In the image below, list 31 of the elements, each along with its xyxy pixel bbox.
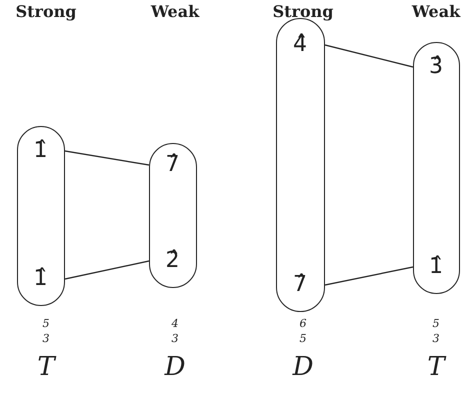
- heading: Weak: [412, 2, 460, 21]
- scale-degree: 1̂: [18, 264, 63, 294]
- scale-degree: 3̂: [414, 52, 458, 82]
- function-letter: T: [37, 352, 55, 382]
- scale-degree: 7̂: [150, 150, 195, 180]
- connector-line: [324, 266, 414, 286]
- connector-line: [324, 44, 414, 68]
- rounded-box: [17, 126, 65, 306]
- scale-degree: 4̂: [277, 30, 323, 60]
- function-letter: D: [164, 352, 186, 382]
- figure-number: 3: [172, 332, 178, 345]
- figure-number: 5: [432, 317, 440, 330]
- connector-line: [64, 150, 150, 166]
- figure-number: 4: [172, 317, 178, 330]
- function-letter: D: [292, 352, 314, 382]
- rounded-box: [149, 143, 197, 288]
- figure-number: 5: [42, 317, 50, 330]
- function-letter: T: [427, 352, 445, 382]
- figure-number: 3: [42, 332, 50, 345]
- rounded-box: [413, 42, 460, 294]
- heading: Strong: [272, 2, 334, 21]
- figure-number: 6: [300, 317, 306, 330]
- figure-number: 5: [300, 332, 306, 345]
- heading: Strong: [16, 2, 76, 21]
- figure-number: 3: [432, 332, 440, 345]
- scale-degree: 2̂: [150, 246, 195, 276]
- scale-degree: 7̂: [277, 270, 323, 300]
- scale-degree: 1̂: [414, 252, 458, 282]
- connector-line: [64, 260, 150, 280]
- scale-degree: 1̂: [18, 136, 63, 166]
- heading: Weak: [150, 2, 200, 21]
